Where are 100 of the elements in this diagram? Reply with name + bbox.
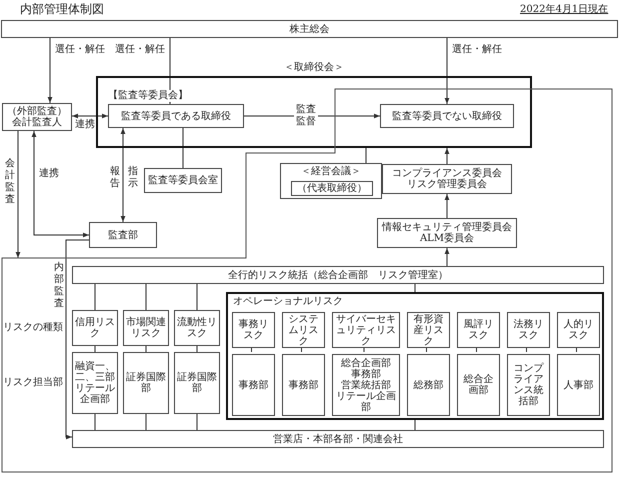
node-text: 会計監査人 [12, 117, 62, 128]
edge-label: 選任・解任 [55, 44, 105, 56]
node-text: サイバーセキュリティリスク [335, 314, 397, 346]
arrow [66, 240, 90, 440]
row-label: リスク担当部 [3, 377, 63, 389]
group-heading: オペレーショナルリスク [233, 296, 343, 308]
node-text: 風評リスク [462, 319, 494, 341]
node-text: コンプライアンス統括部 [512, 363, 545, 407]
arrow [48, 38, 52, 104]
risk-box [123, 310, 169, 346]
arrow [444, 38, 450, 104]
node-text: 市場関連リスク [125, 317, 167, 339]
department-box [123, 352, 169, 414]
edge-label: 選任・解任 [115, 44, 165, 56]
node-text: ALM委員会 [420, 233, 474, 244]
committee-box [382, 164, 512, 194]
edge-label: 内部監査 [54, 262, 64, 310]
risk-box [232, 312, 275, 348]
org-box [89, 222, 157, 248]
node-text: 営業店・本部各部・関連会社 [273, 434, 403, 444]
edge-label: 選任・解任 [452, 44, 502, 56]
node-text: コンプライアンス委員会 [392, 168, 502, 179]
date-note: 2022年4月1日現在 [520, 4, 608, 16]
arrow [120, 128, 126, 222]
node-text: 有形資産リスク [412, 314, 444, 346]
node-text: 事務部 [288, 380, 318, 390]
edge-label: 会計監査 [5, 158, 15, 206]
arrow [444, 148, 450, 164]
node-text: 監査等委員会室 [148, 175, 218, 186]
org-box [72, 266, 604, 284]
node-text: 融資一、二、三部 [74, 361, 116, 383]
risk-group-frame [226, 292, 604, 420]
node-text: 株主総会 [290, 24, 330, 34]
connector-line [94, 346, 96, 352]
risk-box [507, 312, 550, 348]
connector-line [414, 420, 416, 430]
node-text: 人的リスク [562, 319, 594, 341]
node-text: 監査等委員でない取締役 [392, 110, 502, 122]
node-text: 監査部 [108, 230, 138, 240]
connector-line [196, 346, 198, 352]
node-text: 流動性リスク [176, 317, 218, 339]
department-box [72, 352, 118, 414]
node-text: リテール企画部 [335, 390, 397, 412]
node-text: 事務リスク [238, 319, 270, 341]
node-text: 信用リスク [74, 317, 116, 339]
node-text: 人事部 [564, 380, 594, 390]
connector-line [94, 284, 96, 310]
connector-line [182, 128, 184, 168]
row-label: リスクの種類 [3, 322, 63, 334]
node-text: リスク管理委員会 [407, 179, 487, 190]
node-text: 総合企画部 [462, 374, 494, 396]
executive-area-frame [1, 89, 614, 472]
node-text: （外部監査） [7, 106, 67, 117]
connector-line [94, 414, 96, 430]
node-text: 総合企画部 [341, 358, 391, 368]
department-box [507, 354, 550, 416]
node-text: 情報セキュリティ管理委員会 [382, 222, 512, 233]
risk-box [282, 312, 325, 348]
org-box [2, 103, 72, 131]
edge-label: 監査監督 [294, 104, 318, 128]
org-box [108, 104, 244, 128]
department-box [174, 352, 220, 414]
group-heading: ＜経営会議＞ [301, 166, 361, 178]
meeting-frame [280, 163, 382, 199]
node-text: 監査等委員である取締役 [121, 110, 231, 122]
arrow [444, 194, 450, 218]
node-text: 事務部 [238, 380, 268, 390]
connector-line [196, 284, 198, 310]
node-text: 事務部 [351, 368, 381, 380]
node-text: 総務部 [414, 380, 444, 390]
node-text: （代表取締役） [297, 183, 367, 194]
node-text: 営業統括部 [341, 380, 391, 390]
edge-label: 連携 [39, 168, 59, 180]
connector-line [414, 284, 416, 292]
diagram-title: 内部管理体制図 [20, 1, 104, 18]
department-box [332, 354, 400, 416]
committee-box [377, 218, 517, 248]
group-heading: ＜取締役会＞ [284, 62, 344, 74]
risk-box [557, 312, 600, 348]
arrow [244, 114, 380, 118]
org-box [291, 181, 373, 196]
org-box [144, 168, 222, 193]
edge-label: 報告 [110, 166, 120, 190]
node-text: 全行的リスク統括（総合企画部 リスク管理室） [228, 270, 448, 280]
node-text: 証券国際部 [176, 372, 218, 394]
risk-box [72, 310, 118, 346]
org-box [72, 430, 604, 448]
arrow [72, 114, 108, 118]
risk-box [407, 312, 450, 348]
org-box [380, 104, 514, 128]
org-box [1, 20, 618, 38]
node-text: システムリスク [288, 314, 320, 346]
annotation-label: 指示 [128, 166, 138, 190]
department-box [232, 354, 275, 416]
connector-line [196, 414, 198, 430]
risk-box [174, 310, 220, 346]
edge-label: 連携 [75, 119, 95, 131]
department-box [557, 354, 600, 416]
node-text: リテール企画部 [74, 383, 116, 405]
arrow [16, 130, 20, 258]
